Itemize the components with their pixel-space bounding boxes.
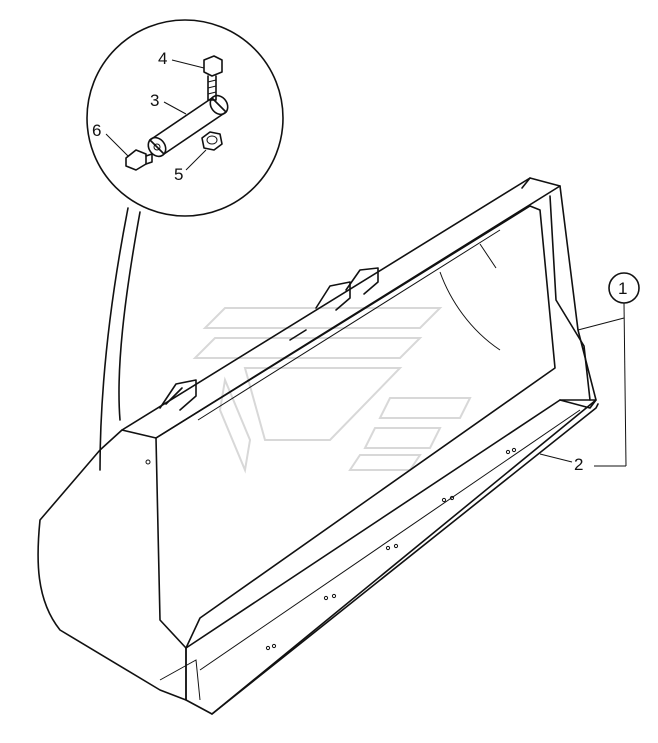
leader-6 — [105, 133, 129, 157]
callout-6: 6 — [92, 121, 101, 140]
detail-leader-right — [118, 211, 141, 421]
bucket-back-panel — [155, 205, 556, 649]
callout-4: 4 — [158, 49, 167, 68]
bucket-left-side — [37, 429, 187, 701]
bucket-right-side — [559, 185, 597, 409]
leader-3 — [163, 101, 187, 115]
bolt-part — [203, 55, 223, 101]
callout-2: 2 — [574, 455, 583, 474]
leader-2 — [539, 453, 573, 463]
callout-3: 3 — [150, 91, 159, 110]
mounting-brackets — [159, 267, 379, 411]
pin-part — [147, 94, 229, 158]
nut-part — [201, 131, 223, 151]
bucket-assembly — [37, 177, 599, 715]
grease-fitting-part — [125, 149, 153, 171]
leader-5 — [185, 149, 207, 171]
detail-leader-left — [99, 207, 129, 471]
callout-group-1-2: 1 2 — [539, 272, 640, 474]
callout-5: 5 — [174, 165, 183, 184]
detail-view: 4 3 6 5 — [86, 19, 284, 471]
bucket-cutting-edge — [211, 403, 599, 715]
leader-1 — [577, 317, 625, 331]
detail-circle — [86, 19, 284, 217]
bracket-vertical — [623, 302, 627, 467]
leader-4 — [171, 59, 205, 69]
callout-1: 1 — [618, 279, 627, 298]
cutting-edge-bolts — [265, 447, 517, 651]
